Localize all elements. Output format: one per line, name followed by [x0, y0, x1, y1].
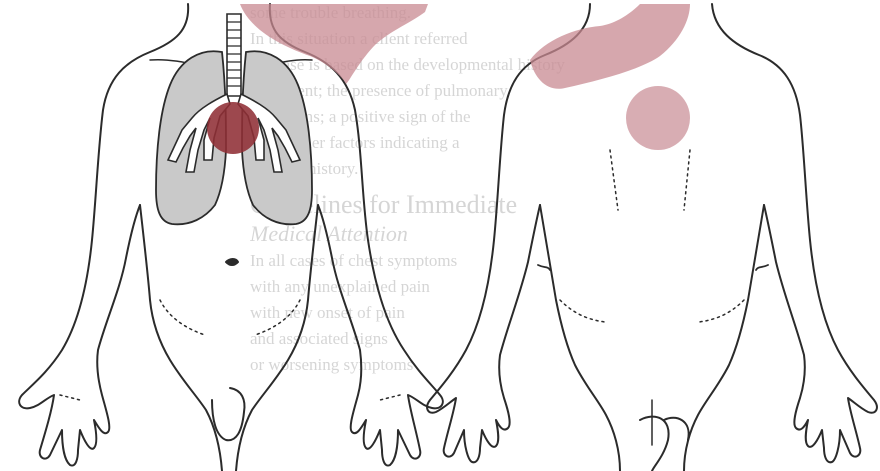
front-left-inner-arm: [140, 205, 222, 471]
front-right-arm-outline: [270, 4, 443, 466]
front-groin: [212, 388, 244, 440]
front-left-arm-outline: [19, 4, 188, 466]
back-right-arm-outline: [712, 4, 877, 462]
front-navel: [226, 259, 238, 265]
back-left-inner-arm: [540, 205, 620, 471]
back-right-inner-arm: [684, 205, 764, 471]
back-elbow-right: [756, 265, 768, 270]
front-right-inner-arm: [236, 205, 318, 471]
deep-chest-pain-zone: [207, 102, 259, 154]
back-buttocks: [640, 417, 689, 471]
back-body: [427, 4, 877, 471]
back-elbow-left: [538, 265, 550, 270]
interscapular-pain-zone: [626, 86, 690, 150]
back-contour-dots: [560, 150, 744, 322]
trachea: [227, 14, 241, 96]
back-shoulder-referred-pain-zone: [530, 4, 690, 89]
